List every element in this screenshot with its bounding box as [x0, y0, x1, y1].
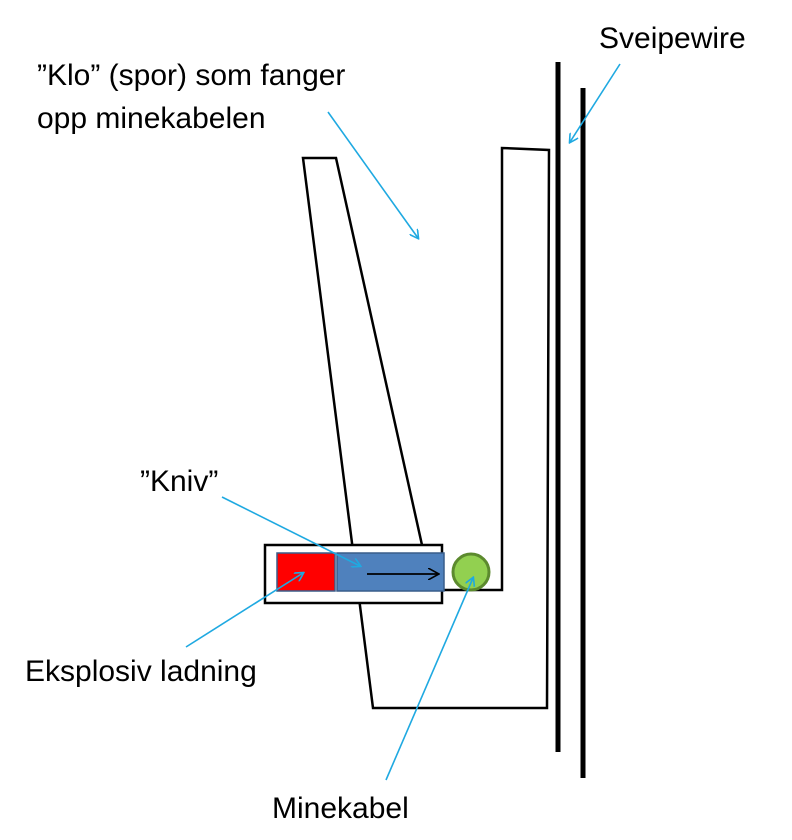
knife-label: ”Kniv” — [140, 465, 218, 498]
knife-blade — [336, 552, 445, 592]
sweepwire-label: Sveipewire — [599, 22, 746, 55]
sweepwire-annotation-arrow — [570, 63, 621, 142]
minekabel-annotation-arrow — [385, 578, 473, 781]
knife-annotation-arrow — [221, 496, 360, 566]
mine-cable-circle — [451, 552, 491, 592]
claw-label-line1: ”Klo” (spor) som fanger — [37, 59, 345, 92]
minekabel-label: Minekabel — [272, 792, 409, 825]
claw-shape — [301, 146, 551, 710]
claw-label-line2: opp minekabelen — [37, 102, 266, 135]
explosive-annotation-arrow — [185, 573, 303, 648]
claw-annotation-arrow — [327, 111, 418, 238]
explosive-charge — [276, 552, 336, 592]
explosive-label: Eksplosiv ladning — [25, 655, 257, 688]
